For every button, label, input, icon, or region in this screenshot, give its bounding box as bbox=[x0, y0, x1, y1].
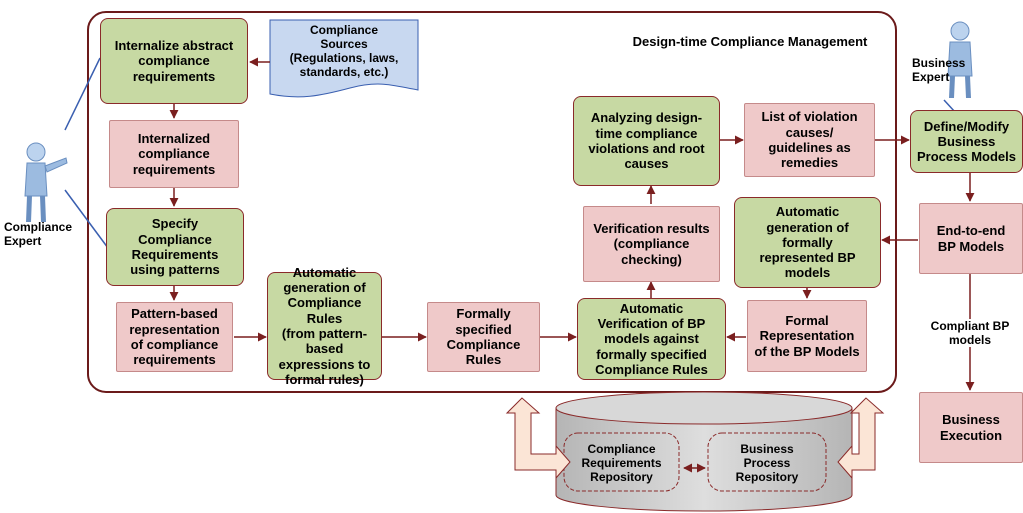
compliance-sources-document bbox=[269, 19, 419, 98]
formal-bp-representation-node: Formal Representation of the BP Models bbox=[747, 300, 867, 372]
end-to-end-bp-node: End-to-end BP Models bbox=[919, 203, 1023, 274]
define-modify-bp-node: Define/Modify Business Process Models bbox=[910, 110, 1023, 173]
internalized-requirements-node: Internalized compliance requirements bbox=[109, 120, 239, 188]
auto-verification-node: Automatic Verification of BP models agai… bbox=[577, 298, 726, 380]
pattern-representation-node: Pattern-based representation of complian… bbox=[116, 302, 233, 372]
compliance-expert-icon bbox=[24, 142, 68, 222]
compliant-bp-models-label: Compliant BP models bbox=[918, 319, 1022, 348]
verification-results-node: Verification results (compliance checkin… bbox=[583, 206, 720, 282]
internalize-requirements-node: Internalize abstract compliance requirem… bbox=[100, 18, 248, 104]
compliance-expert-label: Compliance Expert bbox=[4, 220, 73, 249]
business-execution-node: Business Execution bbox=[919, 392, 1023, 463]
auto-generate-bp-node: Automatic generation of formally represe… bbox=[734, 197, 881, 288]
compliance-management-frame bbox=[87, 11, 897, 393]
compliance-repository-label: Compliance Requirements Repository bbox=[581, 441, 662, 485]
analyze-violations-node: Analyzing design- time compliance violat… bbox=[573, 96, 720, 186]
compliance-sources-label: Compliance Sources (Regulations, laws, s… bbox=[289, 22, 399, 80]
business-expert-label: Business Expert bbox=[912, 56, 966, 85]
violation-causes-node: List of violation causes/ guidelines as … bbox=[744, 103, 875, 177]
repository-database bbox=[555, 391, 853, 512]
auto-generate-rules-node: Automatic generation of Compliance Rules… bbox=[267, 265, 382, 387]
bp-repository-label: Business Process Repository bbox=[735, 441, 799, 485]
left-repository-arrow bbox=[505, 397, 571, 480]
specify-requirements-node: Specify Compliance Requirements using pa… bbox=[106, 208, 244, 286]
diagram-title: Design-time Compliance Management bbox=[632, 34, 868, 50]
business-expert-icon bbox=[947, 21, 973, 98]
formal-compliance-rules-node: Formally specified Compliance Rules bbox=[427, 302, 540, 372]
right-repository-arrow bbox=[837, 397, 885, 480]
